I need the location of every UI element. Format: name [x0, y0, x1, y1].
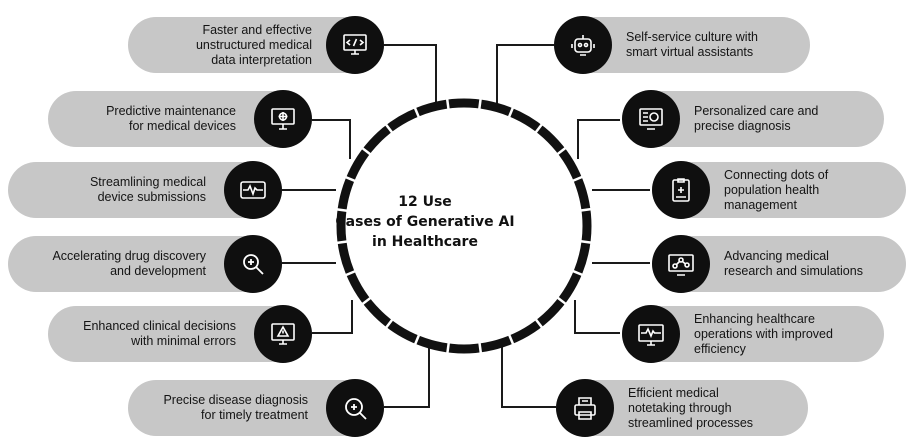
use-case-right-2: Personalized care and precise diagnosis	[622, 90, 884, 148]
use-case-right-5: Enhancing healthcare operations with imp…	[622, 305, 884, 363]
use-case-text: Advancing medical	[724, 249, 829, 263]
ring-segment-gap	[384, 122, 394, 135]
use-case-left-5: Enhanced clinical decisions with minimal…	[48, 305, 312, 363]
ring-segment-gap	[446, 341, 451, 355]
use-case-text: smart virtual assistants	[626, 45, 754, 59]
use-case-text: data interpretation	[211, 52, 312, 67]
ring-ticks	[335, 97, 593, 355]
center-title: 12 Use Cases of Generative AI in Healthc…	[325, 192, 525, 252]
connector-right-6	[501, 347, 556, 408]
use-case-text: with minimal errors	[131, 334, 236, 348]
ring-segment-gap	[477, 97, 482, 111]
device-maintenance-icon	[254, 90, 312, 148]
ring-segment-gap	[507, 106, 515, 119]
ring-segment-gap	[445, 97, 450, 111]
ring-segment-gap	[555, 146, 568, 156]
use-case-text: Efficient medical	[628, 385, 719, 400]
research-network-icon	[652, 235, 710, 293]
use-case-text: Faster and effective	[202, 22, 312, 37]
magnifier-icon	[224, 235, 282, 293]
diagnosis-search-icon	[326, 379, 384, 437]
use-case-left-1: Faster and effective unstructured medica…	[128, 16, 384, 74]
monitor-code-icon	[326, 16, 384, 74]
connector-lines	[280, 44, 650, 408]
use-case-text: streamlined processes	[628, 415, 754, 430]
use-case-text: Connecting dots of	[724, 167, 829, 182]
connector-left-5	[310, 300, 353, 334]
health-clipboard-icon	[652, 161, 710, 219]
connector-left-6	[382, 347, 430, 408]
ring-segment-gap	[556, 296, 568, 306]
center-title-line-1: 12 Use	[398, 194, 452, 210]
use-case-text: notetaking through	[628, 400, 732, 415]
connector-right-1	[496, 44, 556, 104]
use-case-text: Self-service culture with	[626, 30, 758, 44]
ring-segment-gap	[579, 207, 593, 212]
use-case-text: Predictive maintenance	[106, 104, 236, 118]
ring-segment-gap	[534, 317, 544, 330]
warning-screen-icon	[254, 305, 312, 363]
use-case-left-3: Streamlining medical device submissions	[8, 161, 282, 219]
use-case-text: for timely treatment	[201, 408, 308, 422]
use-case-text: and development	[110, 264, 206, 278]
ring-segment-gap	[571, 175, 584, 183]
use-case-text: Enhanced clinical decisions	[83, 319, 236, 333]
use-case-right-1: Self-service culture with smart virtual …	[554, 16, 810, 74]
use-case-text: Precise disease diagnosis	[163, 393, 308, 407]
ring-segment-gap	[571, 269, 584, 277]
use-case-text: unstructured medical	[195, 37, 312, 52]
use-case-text: population health	[724, 182, 820, 197]
use-case-right-4: Advancing medical research and simulatio…	[652, 235, 906, 293]
ring-segment-gap	[360, 296, 373, 306]
center-ring	[336, 98, 592, 354]
center-title-line-3: in Healthcare	[372, 234, 478, 250]
ring-segment-gap	[335, 208, 349, 213]
center-title-line-2: Cases of Generative AI	[335, 214, 515, 230]
robot-assistant-icon	[554, 16, 612, 74]
ring-segment-gap	[384, 318, 394, 330]
connector-left-1	[382, 44, 437, 104]
ring-segment-gap	[335, 240, 349, 245]
ring-segment-gap	[344, 269, 357, 277]
use-case-text: management	[724, 197, 797, 212]
use-case-text: precise diagnosis	[694, 119, 791, 133]
use-case-right-3: Connecting dots of population health man…	[652, 161, 906, 219]
use-case-left-4: Accelerating drug discovery and developm…	[8, 235, 282, 293]
care-screen-icon	[622, 90, 680, 148]
ring-segment-gap	[413, 333, 421, 346]
heartbeat-monitor-icon	[622, 305, 680, 363]
connector-right-5	[574, 300, 620, 334]
ring-segment-gap	[344, 175, 357, 183]
ring-segment-gap	[507, 333, 515, 346]
use-case-text: Personalized care and	[694, 104, 819, 118]
use-case-text: device submissions	[97, 190, 206, 204]
use-case-text: efficiency	[694, 341, 746, 356]
ring-segment-gap	[534, 122, 544, 134]
use-case-text: Accelerating drug discovery	[52, 249, 206, 263]
ring-segment-gap	[413, 106, 421, 119]
use-case-text: Streamlining medical	[89, 175, 206, 189]
use-case-left-2: Predictive maintenance for medical devic…	[48, 90, 312, 148]
ring-segment-gap	[360, 146, 372, 156]
document-printer-icon	[556, 379, 614, 437]
connector-left-2	[310, 119, 351, 159]
ring-segment-gap	[579, 239, 593, 244]
use-case-text: operations with improved	[694, 326, 833, 341]
use-case-text: research and simulations	[724, 264, 863, 278]
use-case-text: Enhancing healthcare	[694, 311, 815, 326]
ring-segment-gap	[478, 341, 483, 355]
connector-right-2	[577, 119, 620, 159]
use-case-text: for medical devices	[129, 119, 236, 133]
use-case-right-6: Efficient medical notetaking through str…	[556, 379, 808, 437]
ecg-monitor-icon	[224, 161, 282, 219]
use-case-left-6: Precise disease diagnosis for timely tre…	[128, 379, 384, 437]
